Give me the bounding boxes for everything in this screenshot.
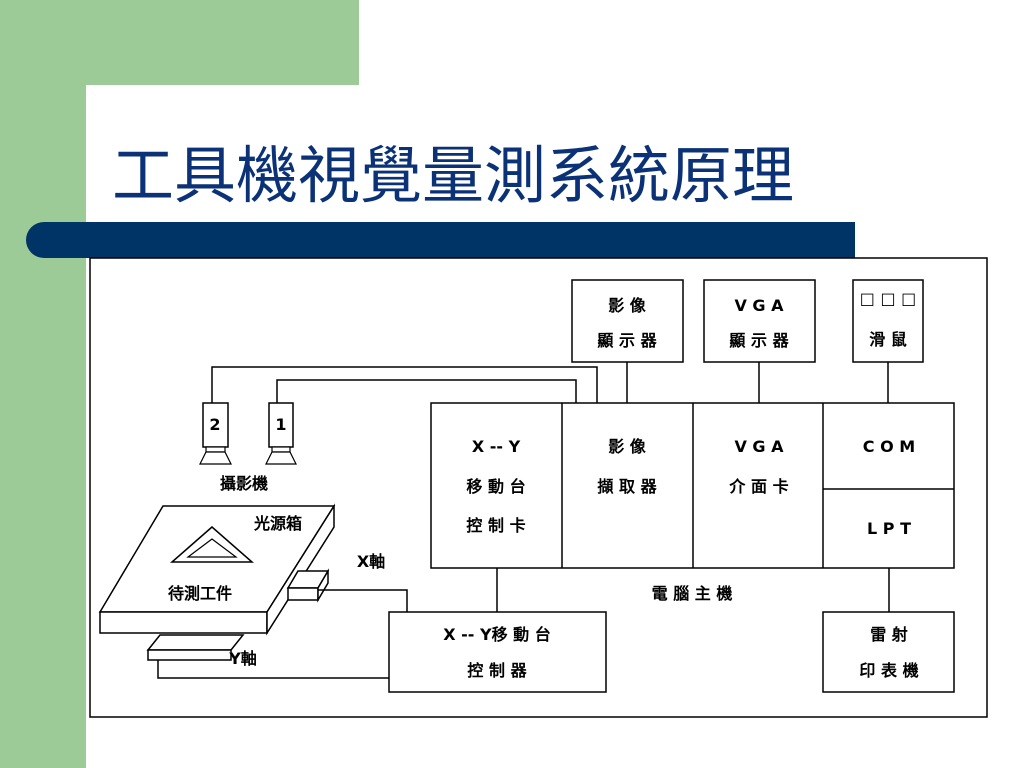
xy-controller-box: X -- Y移 動 台 控 制 器 (388, 611, 607, 693)
camera-2-icon (199, 402, 232, 465)
mouse-box: □ □ □ 滑 鼠 (852, 279, 924, 363)
camera-1-icon (265, 402, 297, 465)
com-port-label: C O M (863, 437, 915, 456)
x-axis-label: X軸 (357, 552, 385, 571)
x-axis-connector (318, 589, 408, 612)
image-display-line2: 顯 示 器 (597, 331, 657, 350)
x-axis-rail (286, 568, 330, 603)
mouse-line2: 滑 鼠 (869, 330, 907, 349)
workpiece-icon (170, 526, 254, 563)
camera-2-number: 2 (209, 415, 220, 434)
camera-1-number: 1 (275, 415, 286, 434)
vga-display-line1: V G A (734, 296, 784, 315)
host-label: 電 腦 主 機 (652, 584, 733, 603)
lpt-port-label: L P T (867, 519, 911, 538)
green-side-band (0, 0, 86, 768)
xy-controller-line2: 控 制 器 (467, 661, 527, 680)
vga-card-line2: 介 面 卡 (728, 477, 788, 496)
xy-card-line3: 控 制 卡 (466, 516, 525, 535)
xy-card-line1: X -- Y (472, 437, 521, 456)
mouse-line1: □ □ □ (860, 289, 917, 308)
image-display-line1: 影 像 (608, 296, 647, 315)
workpiece-label: 待測工件 (168, 584, 232, 603)
slide-title: 工具機視覺量測系統原理 (112, 139, 795, 212)
y-axis-label: Y軸 (228, 649, 257, 668)
y-axis-connector (157, 660, 389, 679)
vga-display-line2: 顯 示 器 (729, 331, 789, 350)
xy-card-line2: 移 動 台 (466, 477, 525, 496)
title-underline-bar (26, 222, 855, 258)
green-top-band (86, 0, 359, 85)
y-axis-rail (146, 634, 245, 661)
vga-card-line1: V G A (734, 437, 784, 456)
frame-grabber-line1: 影 像 (608, 437, 647, 456)
printer-line1: 雷 射 (870, 625, 908, 644)
printer-line2: 印 表 機 (859, 661, 918, 680)
host-block (430, 402, 955, 569)
light-box-label: 光源箱 (253, 514, 302, 533)
camera-label: 攝影機 (220, 474, 268, 493)
camera-1-cable (276, 379, 577, 403)
system-diagram: 影 像 顯 示 器 V G A 顯 示 器 □ □ □ 滑 鼠 X -- Y 移… (89, 257, 988, 718)
image-display-box: 影 像 顯 示 器 (571, 279, 684, 363)
laser-printer-box: 雷 射 印 表 機 (822, 611, 955, 693)
vga-display-box: V G A 顯 示 器 (703, 279, 816, 363)
xy-controller-line1: X -- Y移 動 台 (443, 625, 551, 644)
camera-2-cable (211, 366, 598, 403)
frame-grabber-line2: 擷 取 器 (597, 477, 657, 496)
